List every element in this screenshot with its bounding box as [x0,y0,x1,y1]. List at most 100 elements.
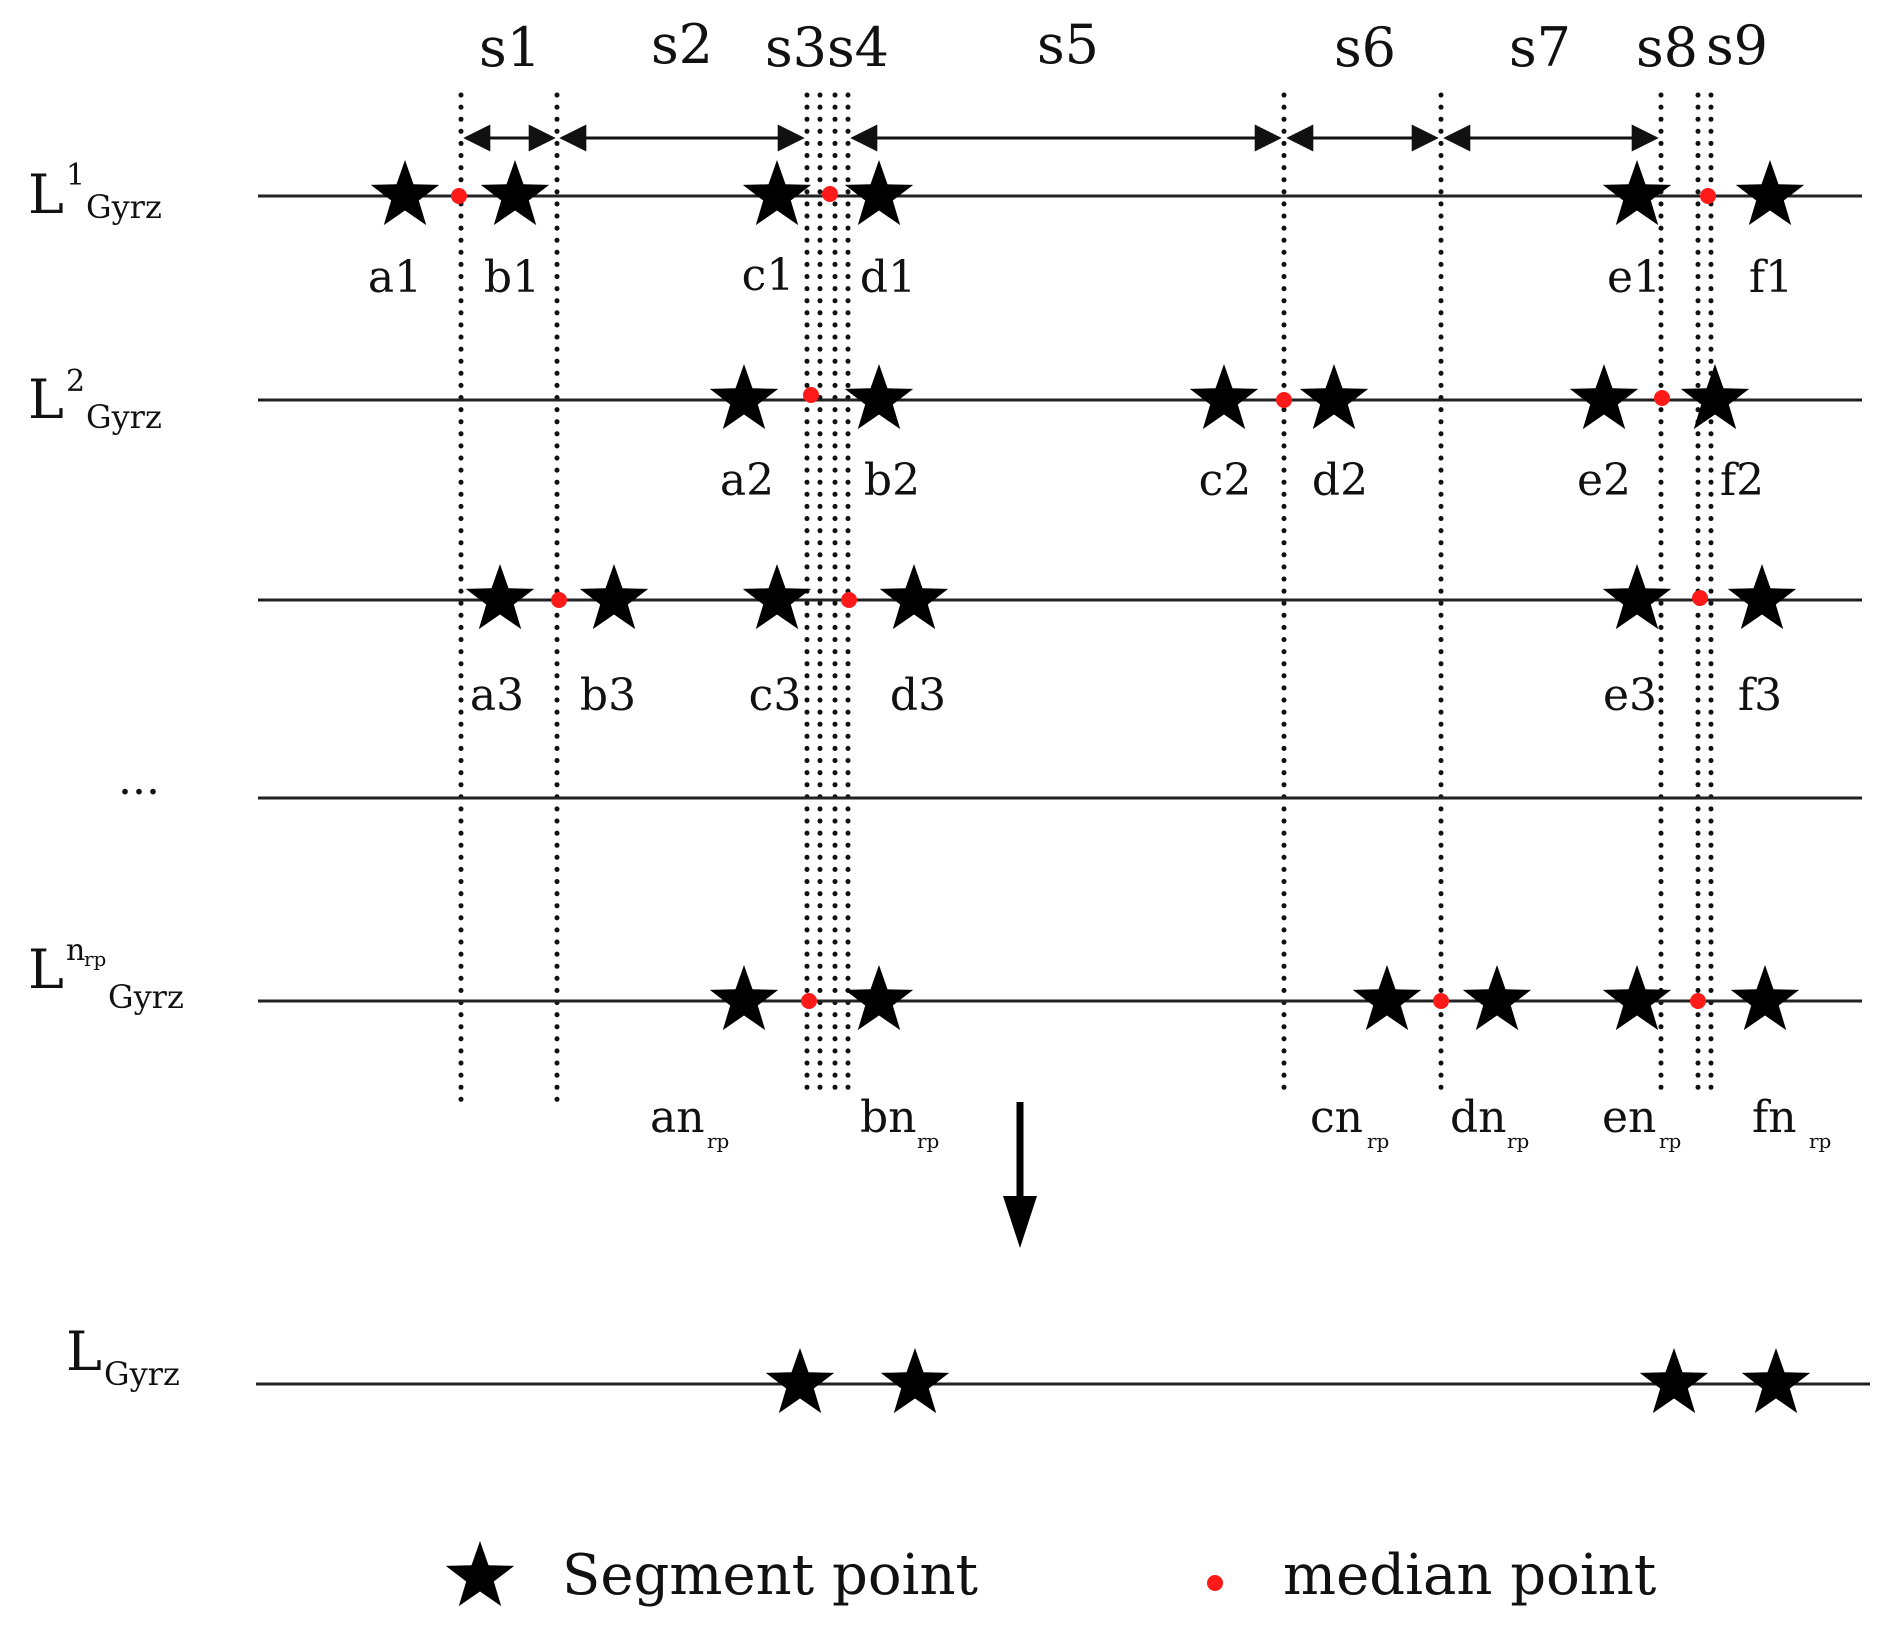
star-icon [1639,1348,1709,1414]
point-label: c1 [742,250,795,301]
star-icon [1602,564,1672,630]
row-label-sub: Gyrz [86,188,162,226]
point-label: a3 [470,670,524,721]
row-label-main: L [66,1320,102,1383]
point-label-base: en [1602,1092,1656,1143]
point-label: a2 [720,455,774,506]
row-label-sub: Gyrz [86,398,162,436]
segment-label: s6 [1334,16,1396,79]
row-label-sup: 2 [66,364,85,399]
row-label-2: L 2 Gyrz [28,364,162,436]
segment-label: s3 [765,16,827,79]
segment-label: s7 [1509,16,1571,79]
point-label: f2 [1720,455,1764,506]
dot-icon [801,993,817,1009]
segment-points [370,160,1811,1414]
point-label: a1 [368,252,422,303]
arrow-down-icon [1003,1102,1037,1248]
segment-labels: s1 s2 s3 s4 s5 s6 s7 s8 s9 [479,13,1768,79]
star-icon [742,564,812,630]
point-label: cn rp [1310,1092,1389,1153]
row-labels: L 1 Gyrz L 2 Gyrz ... L n rp Gyrz L Gyrz [28,158,184,1393]
point-label: e1 [1607,252,1661,303]
row-label-main: L [28,368,64,431]
star-icon [1602,965,1672,1031]
dot-icon [1276,392,1292,408]
star-icon [1727,564,1797,630]
dot-icon [451,188,467,204]
dot-icon [551,592,567,608]
point-label: dn rp [1450,1092,1529,1153]
star-icon [880,1348,950,1414]
point-label-sub: rp [917,1129,939,1153]
row-ellipsis: ... [118,754,160,805]
point-label: f3 [1738,670,1782,721]
point-label: b2 [864,455,920,506]
point-label: c2 [1199,455,1252,506]
star-icon [709,965,779,1031]
legend-segment-point-label: Segment point [562,1543,979,1608]
point-label: c3 [749,670,802,721]
star-icon [765,1348,835,1414]
star-icon [370,160,440,226]
dot-icon [803,387,819,403]
row-label-1: L 1 Gyrz [28,158,162,226]
dot-icon [841,592,857,608]
row-label-sub: Gyrz [104,1355,180,1393]
dot-icon [822,186,838,202]
row-label-sup: n [66,933,85,968]
point-label: b3 [580,670,636,721]
segment-label: s4 [827,16,889,79]
star-icon [579,564,649,630]
point-label: e2 [1577,455,1631,506]
point-label: d1 [860,252,916,303]
star-icon [844,160,914,226]
segment-label: s2 [651,13,713,76]
point-labels: a1 b1 c1 d1 e1 f1 a2 b2 c2 d2 e2 f2 a3 b… [368,250,1831,1153]
point-label-base: dn [1450,1092,1507,1143]
dot-icon [1433,993,1449,1009]
star-icon [844,364,914,430]
point-label-sub: rp [1809,1129,1831,1153]
star-icon [480,160,550,226]
point-label-base: an [650,1092,705,1143]
star-icon [445,1541,515,1607]
segment-label: s8 [1636,16,1698,79]
dot-icon [1700,188,1716,204]
legend-median-point-label: median point [1283,1543,1657,1608]
point-label-base: bn [860,1092,917,1143]
star-icon [1299,364,1369,430]
point-label: f1 [1749,252,1793,303]
point-label: bn rp [860,1092,939,1153]
point-label: b1 [484,252,540,303]
star-icon [844,965,914,1031]
star-icon [1741,1348,1811,1414]
dot-icon [1692,590,1708,606]
star-icon [1462,965,1532,1031]
point-label: e3 [1603,670,1657,721]
row-label-supsub: rp [84,947,106,971]
point-label-sub: rp [1367,1129,1389,1153]
star-icon [1569,364,1639,430]
star-icon [1680,364,1750,430]
row-label-n: L n rp Gyrz [28,933,184,1016]
row-label-sup: 1 [66,158,85,193]
dot-icon [1654,390,1670,406]
segment-label: s9 [1706,14,1768,77]
star-icon [742,160,812,226]
point-label-sub: rp [1507,1129,1529,1153]
point-label-base: cn [1310,1092,1363,1143]
row-label-main: L [28,163,64,226]
point-label-sub: rp [1659,1129,1681,1153]
point-label-base: fn [1752,1092,1797,1143]
result-row-label: L Gyrz [66,1320,180,1393]
point-label: fn rp [1752,1092,1831,1153]
star-icon [1189,364,1259,430]
legend: Segment point median point [445,1541,1657,1608]
star-icon [1730,965,1800,1031]
row-lines [256,194,1870,1386]
median-points [451,186,1716,1009]
segment-label: s1 [479,16,541,79]
segment-boundaries [458,92,1714,1105]
